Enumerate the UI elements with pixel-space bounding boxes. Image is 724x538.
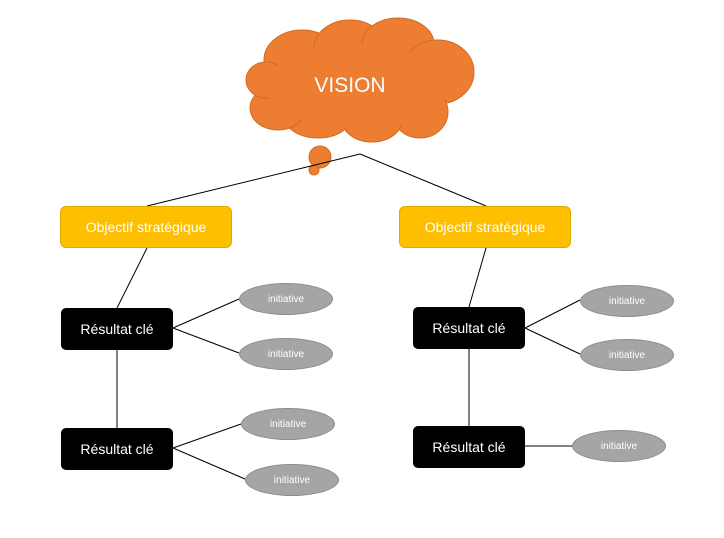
connector-vision-left [146,153,361,207]
connector-left-kr1-init1 [172,298,240,329]
right-kr1-initiative-1[interactable]: initiative [580,285,674,317]
right-strategic-objective[interactable]: Objectif stratégique [399,206,571,248]
vision-cloud-core [266,44,450,128]
left-kr2-initiative-2[interactable]: initiative [245,464,339,496]
left-key-result-1[interactable]: Résultat clé [61,308,173,350]
connector-right-objective-kr1 [468,247,487,308]
connector-right-kr1-init1 [524,299,581,329]
connector-left-kr1-init2 [172,327,240,354]
connector-left-kr2-init1 [172,423,242,449]
connector-right-kr1-init2 [524,327,581,355]
left-kr1-initiative-2[interactable]: initiative [239,338,333,370]
right-kr1-initiative-2[interactable]: initiative [580,339,674,371]
left-strategic-objective[interactable]: Objectif stratégique [60,206,232,248]
right-key-result-2[interactable]: Résultat clé [413,426,525,468]
connector-vision-right [359,153,487,207]
left-kr2-initiative-1[interactable]: initiative [241,408,335,440]
left-key-result-2[interactable]: Résultat clé [61,428,173,470]
connector-left-kr2-init2 [172,447,246,480]
left-kr1-initiative-1[interactable]: initiative [239,283,333,315]
cloud-tail-bubble-large [308,145,332,169]
right-key-result-1[interactable]: Résultat clé [413,307,525,349]
connector-left-objective-kr1 [116,247,148,309]
vision-label: VISION [314,74,386,97]
right-kr2-initiative-1[interactable]: initiative [572,430,666,462]
